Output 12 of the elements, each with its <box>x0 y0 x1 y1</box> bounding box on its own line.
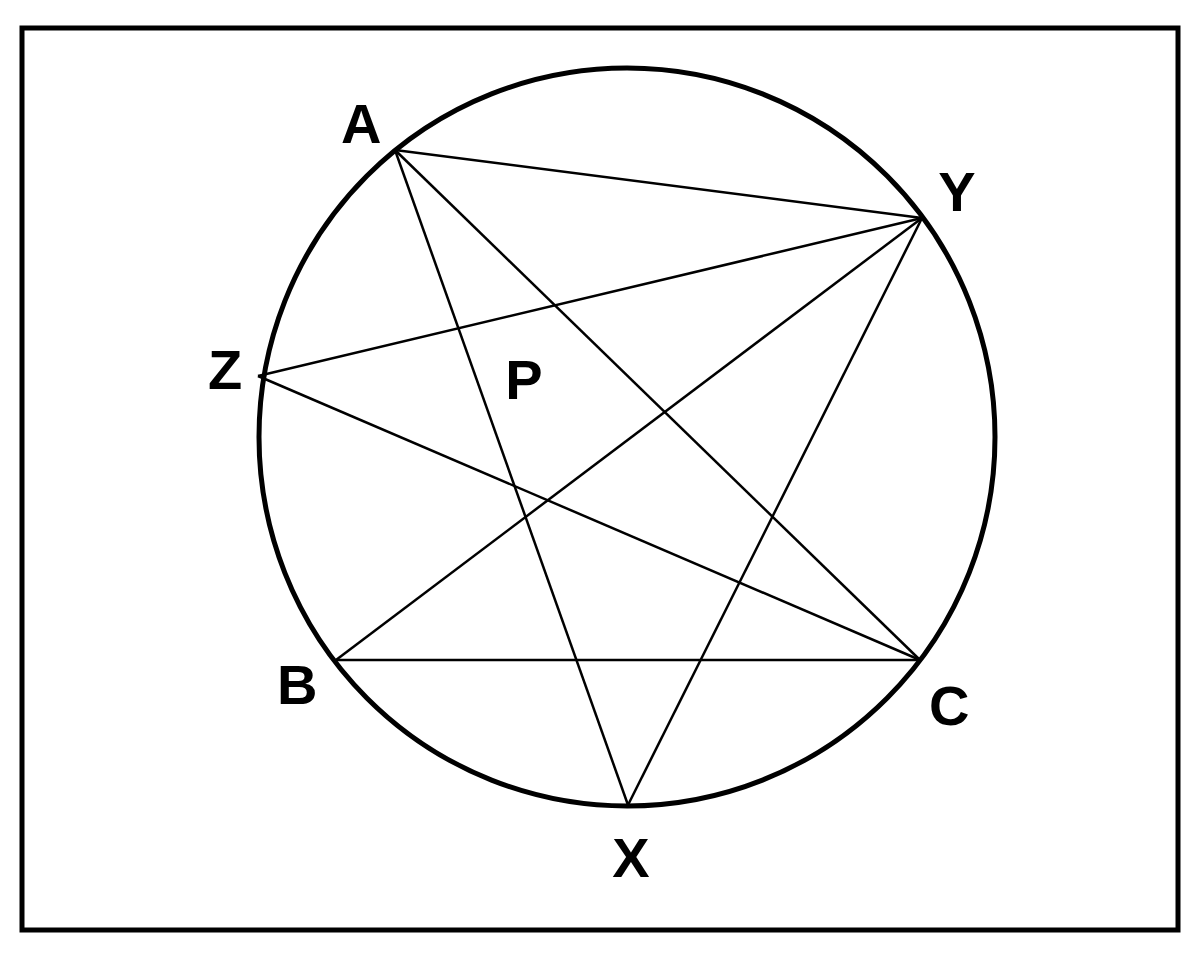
point-label: X <box>611 805 651 882</box>
line-segment <box>335 217 923 661</box>
line-segment <box>394 149 921 661</box>
point-label: Y <box>922 168 977 218</box>
line-segment <box>626 217 924 806</box>
line-segment <box>394 148 923 220</box>
line-segment <box>336 658 920 662</box>
point-label: B <box>277 660 336 709</box>
point-label: A <box>341 100 395 150</box>
point-label: P <box>504 356 544 404</box>
point-label: Z <box>205 346 258 394</box>
point-label: C <box>920 660 969 730</box>
